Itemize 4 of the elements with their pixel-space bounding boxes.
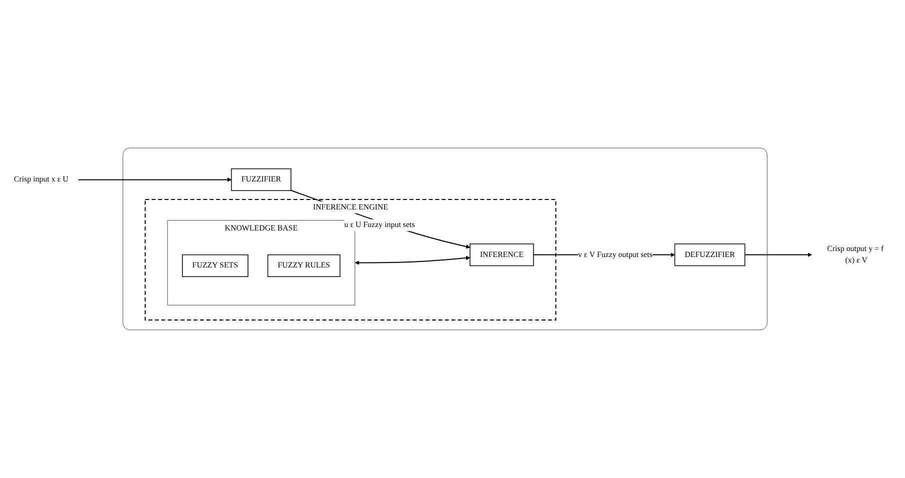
arrow xyxy=(354,256,470,265)
arrow xyxy=(744,252,812,258)
cluster xyxy=(122,148,768,330)
arrow xyxy=(78,178,232,182)
